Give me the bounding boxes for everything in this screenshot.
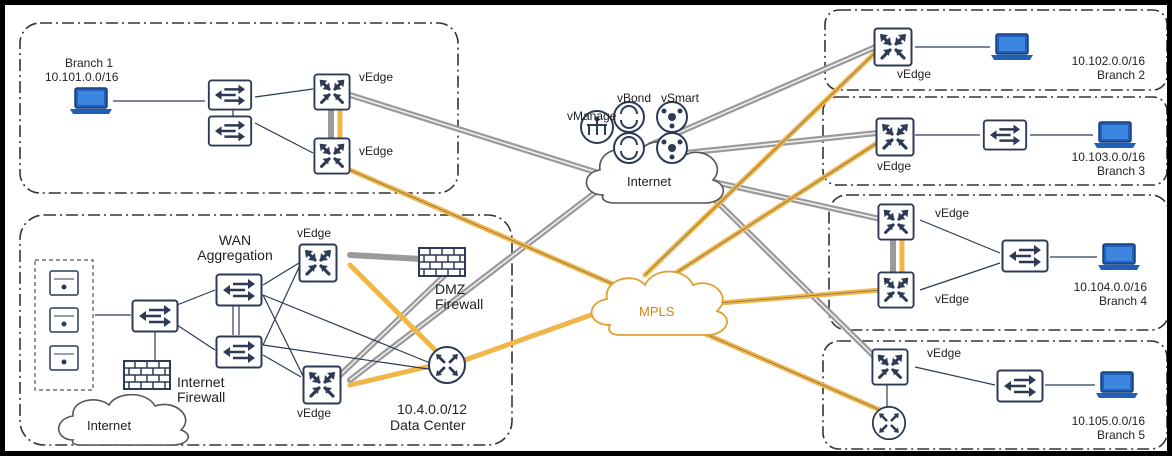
wan-aggregation-label-2: Aggregation [197,247,273,263]
branch1-vedge2-icon [313,137,351,175]
internet-firewall-icon [123,360,171,390]
branch2-laptop-icon [990,33,1034,61]
branch4-zone [828,194,1167,331]
branch3-name: Branch 3 [1096,164,1145,178]
dc-name: Data Center [390,417,466,433]
dc-internet-cloud-label: Internet [87,418,132,433]
dc-access-switch-icon [131,299,179,333]
datacenter-zone [19,214,513,446]
wan-agg-switch1-icon [215,273,263,307]
wan-aggregation-label-1: WAN [218,232,252,248]
branch5-laptop-icon [1095,371,1139,399]
server-stack-icon [49,270,79,371]
branch4-switch-icon [1001,239,1049,273]
branch4-laptop-icon [1097,243,1141,271]
branch5-subnet: 10.105.0.0/16 [1071,414,1145,428]
vbond-icon [613,101,645,164]
branch3-vedge-icon [875,117,915,157]
branch3-vedge-label: vEdge [877,159,912,173]
internet-cloud-dc [57,393,190,446]
branch5-mpls-router-icon [871,405,907,441]
branch2-vedge-icon [873,27,913,67]
branch1-switch2-icon [207,115,253,147]
dmz-firewall-icon [417,247,467,277]
vsmart-label: vSmart [661,91,700,105]
branch1-vedge2-label: vEdge [359,144,394,158]
branch4-vedge1-label: vEdge [935,206,970,220]
branch2-zone [824,9,1167,91]
branch2-name: Branch 2 [1096,68,1145,82]
mpls-cloud-label: MPLS [639,304,675,319]
vbond-label: vBond [617,91,652,105]
mpls-cloud [590,270,728,336]
dc-vedge2-label: vEdge [297,406,332,420]
vsmart-icon [656,101,688,164]
vmanage-icon [580,110,614,144]
branch3-switch-icon [982,119,1028,151]
dmz-firewall-label-2: Firewall [435,296,484,312]
server-rack-zone [34,259,94,391]
branch1-laptop-icon [69,87,113,115]
branch1-name: Branch 1 [65,56,114,70]
wan-agg-switch2-icon [215,335,263,369]
branch4-vedge2-label: vEdge [935,292,970,306]
branch2-vedge-label: vEdge [897,67,932,81]
diagram-svg [19,9,1167,450]
branch1-subnet: 10.101.0.0/16 [45,70,119,84]
branch5-vedge-label: vEdge [927,346,962,360]
network-diagram: Branch 1 10.101.0.0/16 vEdge vEdge vMana… [5,5,1167,451]
branch1-vedge1-label: vEdge [359,70,394,84]
dc-subnet: 10.4.0.0/12 [397,401,468,417]
branch1-zone [19,22,459,194]
branch5-name: Branch 5 [1096,428,1145,442]
dc-vedge2-icon [301,365,343,405]
branch5-switch-icon [996,369,1044,403]
internet-cloud-label: Internet [627,174,672,189]
branch4-subnet: 10.104.0.0/16 [1073,280,1147,294]
branch4-vedge2-icon [877,271,915,309]
branch5-vedge-icon [871,348,909,386]
branch1-vedge1-icon [313,73,351,111]
internet-firewall-label-1: Internet [177,374,225,390]
dc-mpls-router-icon [427,345,467,385]
dc-vedge1-label: vEdge [297,226,332,240]
branch3-subnet: 10.103.0.0/16 [1071,150,1145,164]
branch4-vedge1-icon [877,203,915,241]
branch1-switch-icon [207,79,253,111]
branch4-name: Branch 4 [1098,294,1147,308]
vmanage-label: vManage [567,109,617,123]
branch2-subnet: 10.102.0.0/16 [1071,54,1145,68]
branch5-zone [822,340,1167,450]
branch3-laptop-icon [1093,121,1137,149]
internet-firewall-label-2: Firewall [177,389,226,405]
dmz-firewall-label-1: DMZ [435,281,466,297]
dc-vedge1-icon [297,243,339,283]
